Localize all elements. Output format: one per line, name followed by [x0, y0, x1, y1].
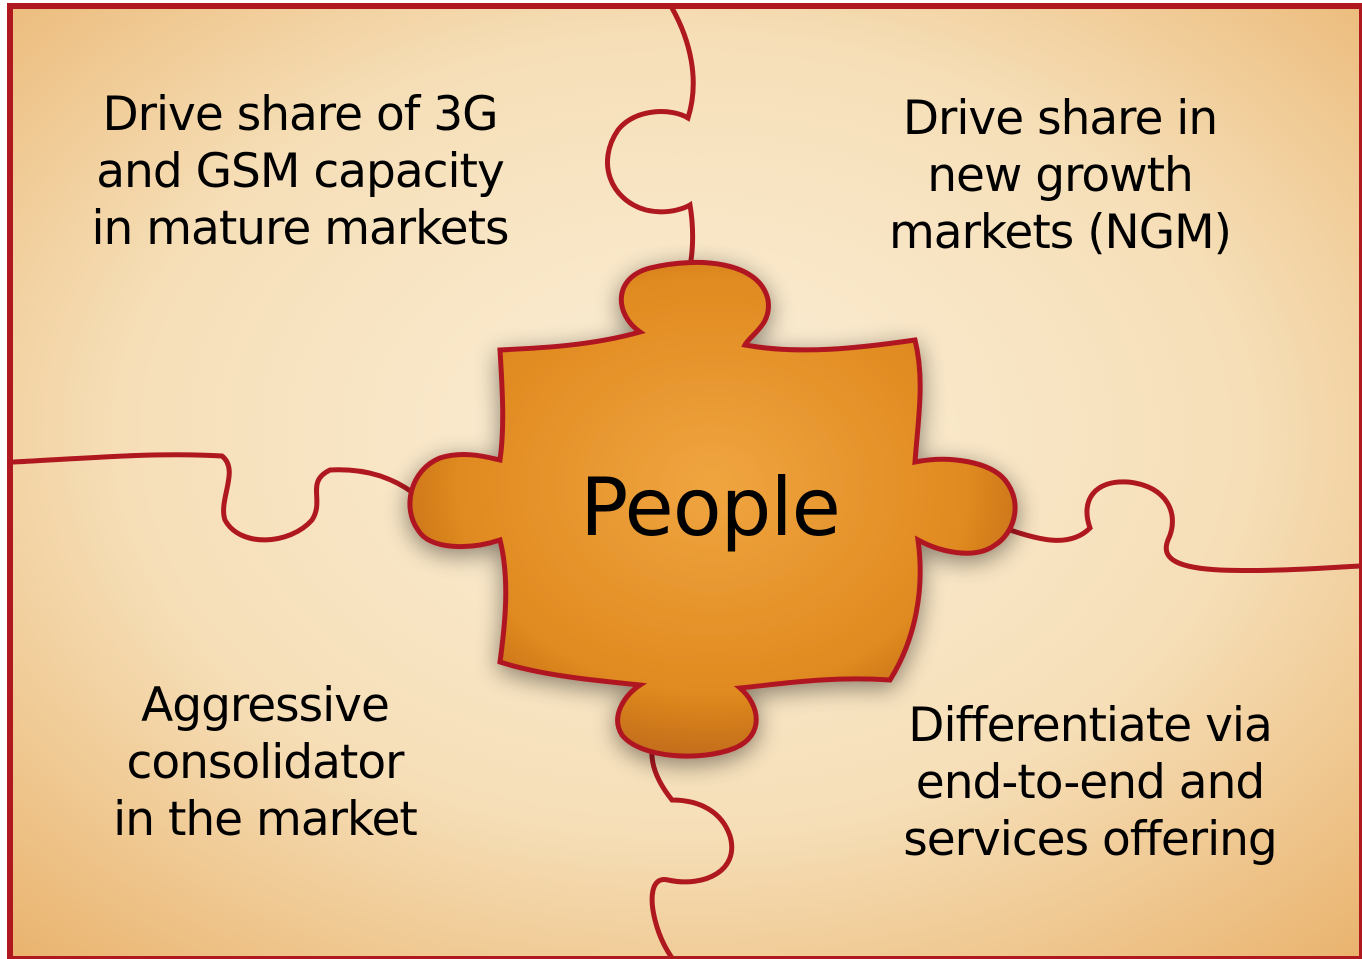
quadrant-bottom-left-text: Aggressive consolidator in the market: [113, 678, 418, 847]
center-puzzle-piece: [407, 259, 1018, 759]
right-cut-line: [1007, 479, 1362, 574]
left-cut-line: [11, 452, 415, 543]
quadrant-top-right-text: Drive share in new growth markets (NGM): [888, 91, 1232, 260]
center-label: People: [580, 461, 841, 554]
bottom-cut-line: [649, 745, 735, 959]
quadrant-top-left-text: Drive share of 3G and GSM capacity in ma…: [91, 87, 509, 256]
quadrant-bottom-right-text: Differentiate via end-to-end and service…: [903, 698, 1278, 867]
board-border: [7, 3, 1362, 959]
top-cut-line: [605, 5, 696, 275]
